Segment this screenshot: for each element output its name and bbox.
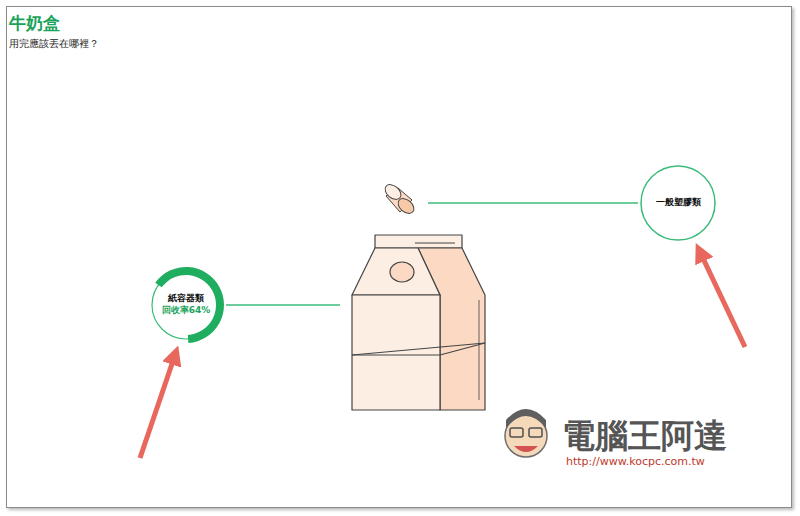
bottle-cap [382,182,417,217]
milk-carton [352,235,485,410]
category-name: 紙容器類 [168,293,204,305]
subtitle: 用完應該丟在哪裡？ [9,37,99,51]
page-title: 牛奶盒 [9,12,60,35]
watermark-mascot [505,409,547,457]
leader-line [226,304,340,305]
ring-progress [155,267,224,343]
pointer-arrow [140,355,175,458]
category-circle: 紙容器類回收率64% [148,267,224,343]
ring-outline [641,166,715,240]
watermark-text: 電腦王阿達 [562,414,727,459]
rate-text: 回收率64% [162,305,211,317]
category-name: 一般塑膠類 [656,197,701,209]
leader-line [428,202,638,203]
pointer-arrow [700,252,745,347]
watermark-url: http://www.kocpc.com.tw [566,455,705,468]
category-circle: 一般塑膠類 [640,165,716,241]
